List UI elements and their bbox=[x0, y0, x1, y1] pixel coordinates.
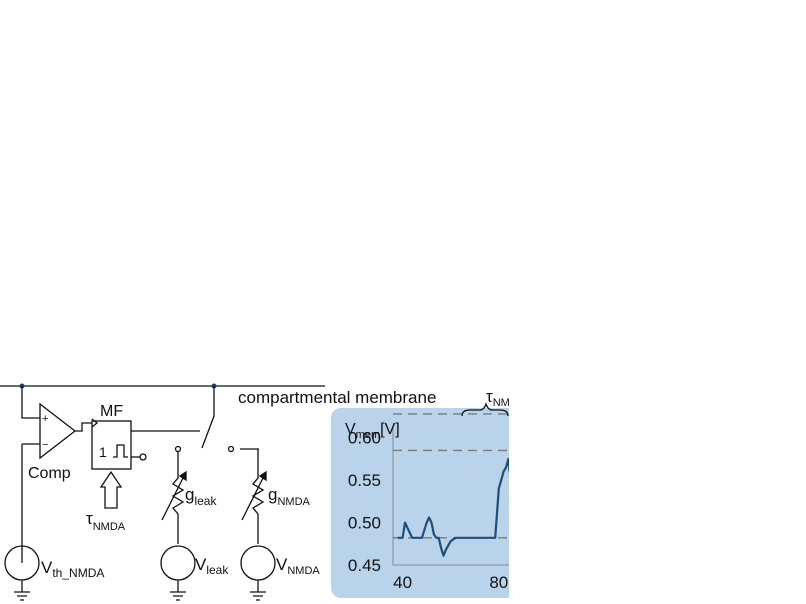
comparator-label: Comp bbox=[28, 465, 71, 482]
x-tick-label: 80 bbox=[489, 573, 508, 592]
membrane-label: compartmental membrane bbox=[238, 388, 436, 407]
leak-ground bbox=[170, 580, 186, 601]
x-tick-label: 40 bbox=[393, 573, 412, 592]
nmda-variable-arrow bbox=[241, 471, 267, 521]
y-tick-label: 0.60 bbox=[348, 429, 381, 448]
tau-brace bbox=[461, 401, 509, 417]
plot-ylabel: Vmem[V] bbox=[345, 421, 400, 441]
comparator-plus-wire bbox=[21, 386, 40, 419]
monoflop-pulse-glyph bbox=[113, 444, 128, 458]
switch-wire bbox=[201, 386, 215, 449]
nmda-source-circle bbox=[240, 545, 276, 581]
g-nmda-label: gNMDA bbox=[268, 485, 311, 508]
membrane-voltage-plot: τNM Vmem[V] 0.60 0.55 0.50 0.45 40 80 1 bbox=[331, 387, 594, 598]
v-nmda-label: VNMDA bbox=[276, 555, 320, 577]
nmda-ground bbox=[250, 580, 266, 601]
v-leak-label: Vleak bbox=[195, 555, 229, 577]
tau-input-arrow bbox=[99, 470, 123, 509]
leak-source-circle bbox=[160, 545, 196, 581]
plot-tau-label: τNM bbox=[486, 387, 510, 409]
monoflop-clock-mark bbox=[91, 418, 99, 428]
monoflop-label: MF bbox=[100, 403, 123, 420]
y-tick-label: 0.50 bbox=[348, 514, 381, 533]
comparator-minus-wire bbox=[21, 443, 40, 563]
g-leak-label: gleak bbox=[185, 485, 217, 508]
y-tick-label: 0.55 bbox=[348, 471, 381, 490]
switch-contact-nmda bbox=[227, 445, 235, 453]
nmda-branch-wire bbox=[240, 448, 265, 544]
monoflop-inverted-output bbox=[139, 453, 147, 461]
membrane-voltage-trace bbox=[397, 457, 509, 557]
leak-variable-arrow bbox=[161, 471, 187, 521]
comparator-plus: + bbox=[42, 413, 48, 425]
monoflop-box bbox=[91, 420, 132, 470]
comparator-triangle bbox=[39, 402, 77, 460]
comparator-minus: − bbox=[42, 439, 48, 451]
leak-branch-wire bbox=[171, 452, 185, 544]
leak-variable-arrowhead bbox=[178, 470, 187, 482]
threshold-ground bbox=[14, 580, 30, 601]
switch-contact-leak bbox=[174, 445, 182, 453]
tau-nmda-label: τNMDA bbox=[86, 509, 126, 533]
plot-background bbox=[331, 408, 509, 598]
x-tick-label: 1 bbox=[585, 573, 594, 592]
nmda-variable-arrowhead bbox=[258, 470, 267, 482]
v-threshold-label: Vth_NMDA bbox=[41, 558, 104, 580]
y-tick-label: 0.45 bbox=[348, 556, 381, 575]
monoflop-trigger-label: 1 bbox=[99, 444, 107, 460]
comparator-output-wire bbox=[75, 422, 92, 432]
